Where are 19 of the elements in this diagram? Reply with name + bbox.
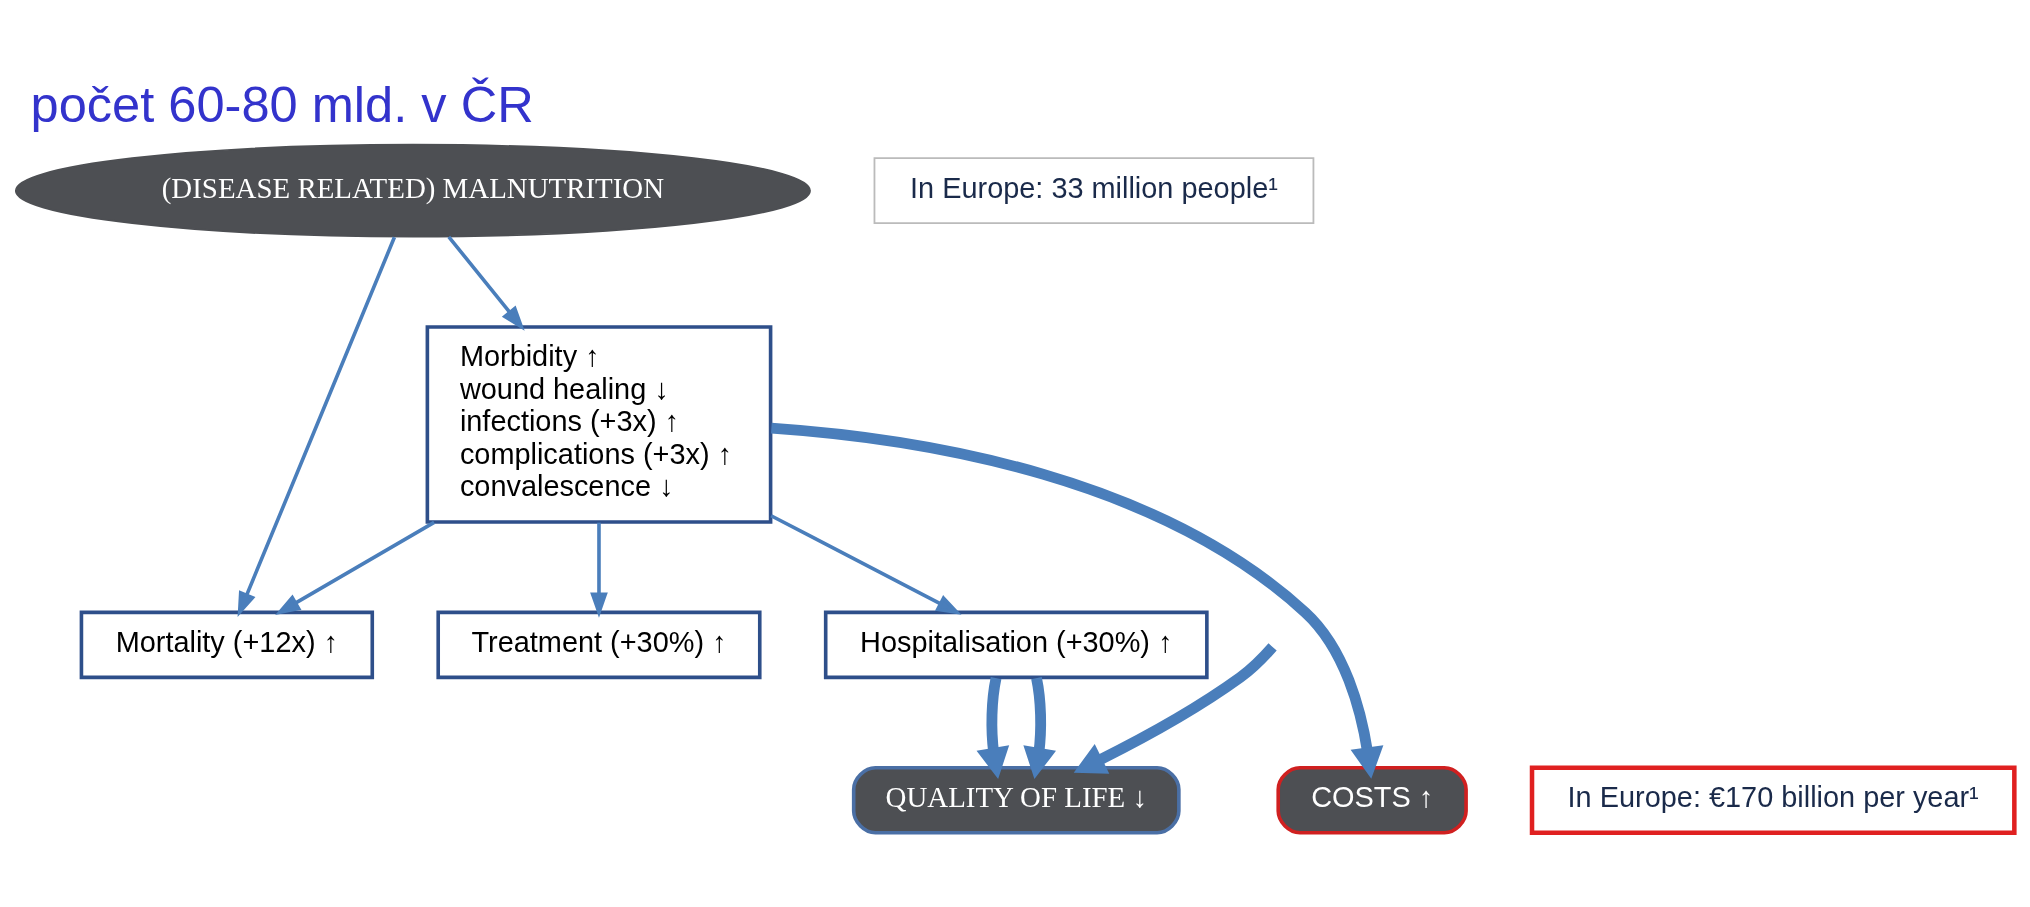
diagram-title: počet 60-80 mld. v ČR bbox=[30, 75, 534, 133]
node-box: Hospitalisation (+30%) ↑ bbox=[823, 610, 1209, 680]
node-box: COSTS ↑ bbox=[1276, 765, 1468, 835]
node-box: In Europe: 33 million people¹ bbox=[873, 157, 1315, 225]
arrow bbox=[275, 520, 436, 615]
arrow bbox=[1023, 677, 1056, 780]
arrow bbox=[770, 422, 1384, 779]
node-box: Mortality (+12x) ↑ bbox=[79, 610, 375, 680]
node-box: Treatment (+30%) ↑ bbox=[436, 610, 762, 680]
arrow bbox=[1073, 643, 1277, 774]
node-box: QUALITY OF LIFE ↓ bbox=[851, 765, 1181, 835]
node-box: Morbidity ↑ wound healing ↓ infections (+3x) ↑ complications (+3x) ↑ convalescence ↓ bbox=[425, 325, 773, 524]
node-box: In Europe: €170 billion per year¹ bbox=[1529, 765, 2017, 836]
arrow bbox=[976, 677, 1010, 780]
arrow bbox=[770, 514, 962, 615]
arrow bbox=[447, 235, 525, 331]
node-ellipse: (DISEASE RELATED) MALNUTRITION bbox=[14, 143, 811, 238]
arrow bbox=[237, 236, 397, 618]
arrow bbox=[590, 522, 608, 618]
